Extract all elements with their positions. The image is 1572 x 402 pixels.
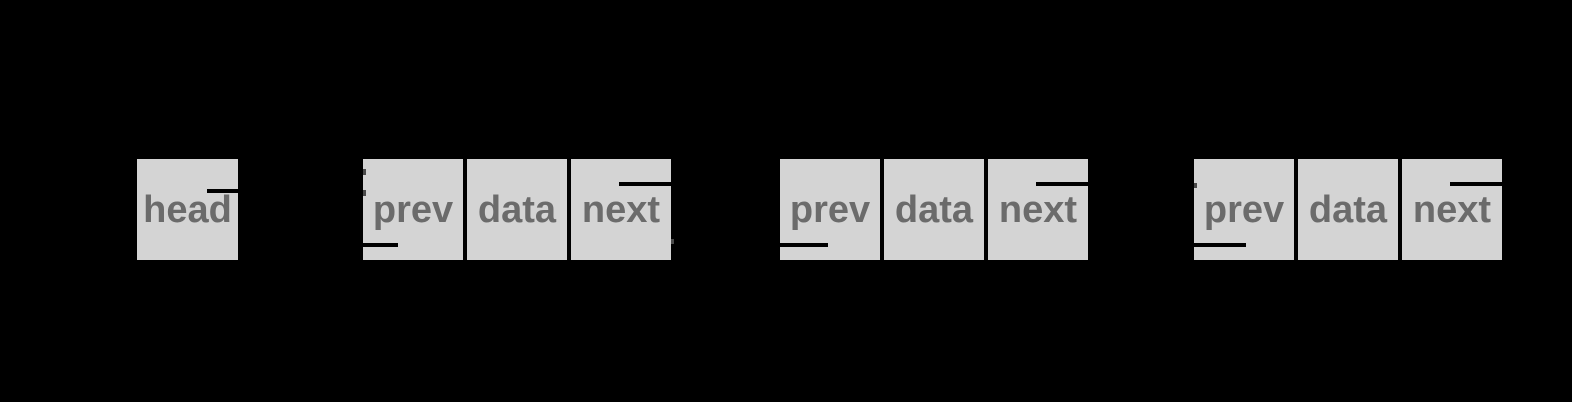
arrowhead-mark xyxy=(1194,183,1197,188)
head-next-pointer-line xyxy=(207,189,238,193)
prev-cell: prev xyxy=(1194,159,1294,260)
list-node-1: prev data next xyxy=(363,159,671,260)
next-cell: next xyxy=(988,159,1088,260)
prev-label: prev xyxy=(1203,188,1285,231)
next-pointer-line xyxy=(619,182,671,186)
next-cell: next xyxy=(571,159,671,260)
prev-cell: prev xyxy=(363,159,463,260)
arrowhead-mark xyxy=(363,169,366,175)
data-label: data xyxy=(1308,188,1388,231)
next-pointer-line xyxy=(1450,182,1502,186)
next-label: next xyxy=(1412,188,1492,231)
data-cell: data xyxy=(1298,159,1398,260)
next-pointer-line xyxy=(1036,182,1088,186)
head-label: head xyxy=(143,188,232,231)
arrowhead-mark xyxy=(671,239,674,244)
next-cell: next xyxy=(1402,159,1502,260)
arrowhead-mark xyxy=(363,190,366,196)
data-cell: data xyxy=(884,159,984,260)
head-box: head xyxy=(137,159,238,260)
list-node-3: prev data next xyxy=(1194,159,1502,260)
prev-label: prev xyxy=(789,188,871,231)
prev-pointer-line xyxy=(780,243,828,247)
list-node-2: prev data next xyxy=(780,159,1088,260)
next-label: next xyxy=(581,188,661,231)
prev-pointer-line xyxy=(1194,243,1246,247)
data-label: data xyxy=(477,188,557,231)
data-label: data xyxy=(894,188,974,231)
next-label: next xyxy=(998,188,1078,231)
prev-pointer-line xyxy=(363,243,398,247)
prev-cell: prev xyxy=(780,159,880,260)
data-cell: data xyxy=(467,159,567,260)
prev-label: prev xyxy=(372,188,454,231)
